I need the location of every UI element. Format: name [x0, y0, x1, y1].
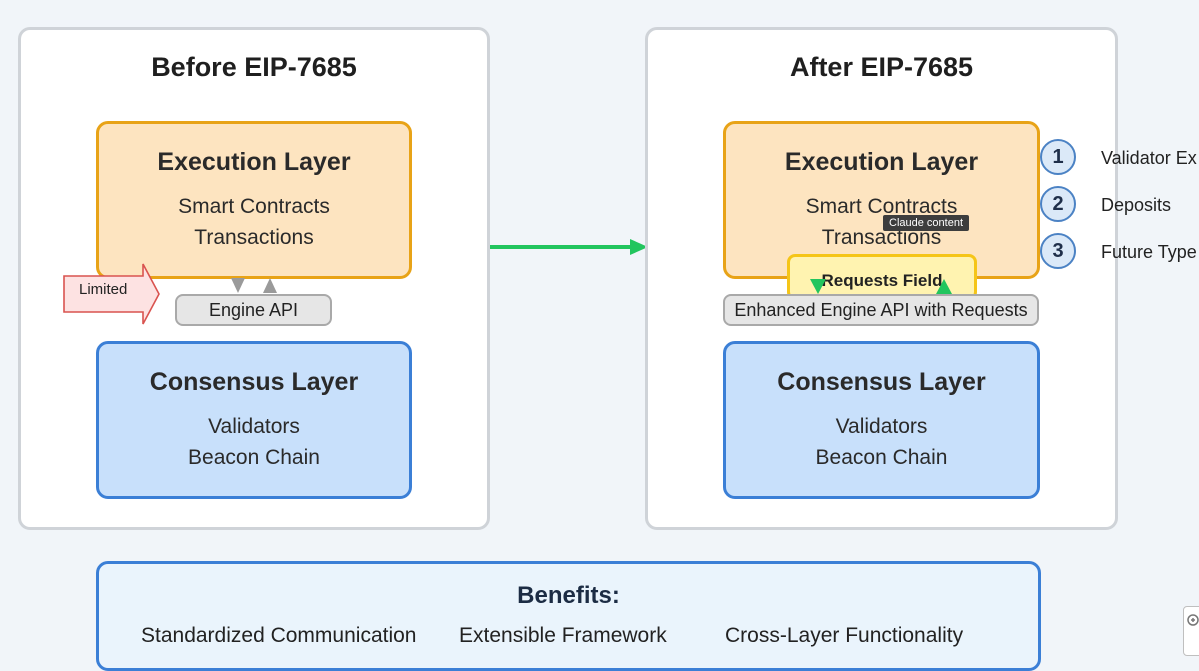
- benefits-title: Benefits:: [517, 582, 620, 609]
- step-label: Deposits: [1101, 195, 1172, 215]
- before-execution-item: Smart Contracts: [178, 195, 330, 218]
- transition-arrow: [490, 239, 648, 255]
- after-consensus-item: Beacon Chain: [815, 446, 948, 469]
- tooltip: Claude content: [883, 215, 969, 231]
- before-execution-title: Execution Layer: [157, 148, 351, 176]
- before-consensus-title: Consensus Layer: [149, 368, 359, 396]
- benefit-item: Cross-Layer Functionality: [725, 624, 964, 647]
- before-panel-title: Before EIP-7685: [151, 52, 357, 82]
- step-marker: 1: [1040, 139, 1076, 175]
- zoom-control[interactable]: [1183, 606, 1199, 656]
- before-execution-layer: Execution Layer Smart Contracts Transact…: [96, 121, 412, 279]
- step-label: Future Type: [1101, 242, 1197, 262]
- before-consensus-item: Beacon Chain: [188, 446, 320, 469]
- before-execution-item: Transactions: [194, 226, 314, 249]
- zoom-in-icon[interactable]: [1184, 607, 1199, 631]
- requests-arrows: [810, 279, 952, 294]
- before-consensus-layer: Consensus Layer Validators Beacon Chain: [96, 341, 412, 499]
- before-api-arrows: [231, 278, 277, 293]
- before-consensus-item: Validators: [208, 415, 300, 438]
- after-engine-api-label: Enhanced Engine API with Requests: [734, 300, 1028, 320]
- after-engine-api: Enhanced Engine API with Requests: [723, 294, 1039, 326]
- after-consensus-item: Validators: [835, 415, 928, 438]
- down-arrow-icon: [810, 279, 826, 294]
- before-engine-api-label: Engine API: [208, 300, 299, 320]
- step-label: Validator Ex: [1101, 148, 1197, 168]
- after-execution-title: Execution Layer: [784, 148, 979, 176]
- requests-field-label: Requests Field: [821, 271, 943, 290]
- benefit-item: Extensible Framework: [459, 624, 667, 647]
- benefits-box: Benefits: Standardized Communication Ext…: [96, 561, 1041, 671]
- after-execution-item: Transactions: [821, 226, 942, 249]
- after-consensus-title: Consensus Layer: [777, 368, 986, 396]
- after-panel-title: After EIP-7685: [789, 52, 974, 82]
- after-consensus-layer: Consensus Layer Validators Beacon Chain: [723, 341, 1040, 499]
- after-execution-layer: Execution Layer Smart Contracts Transact…: [723, 121, 1040, 279]
- up-arrow-icon: [263, 278, 277, 293]
- limited-arrow: [63, 263, 160, 325]
- before-engine-api: Engine API: [175, 294, 332, 326]
- up-arrow-icon: [936, 279, 952, 294]
- down-arrow-icon: [231, 278, 245, 293]
- limited-label: Limited: [79, 281, 128, 298]
- benefit-item: Standardized Communication: [141, 624, 417, 647]
- step-marker: 3: [1040, 233, 1076, 269]
- after-execution-item: Smart Contracts: [805, 195, 958, 218]
- step-marker: 2: [1040, 186, 1076, 222]
